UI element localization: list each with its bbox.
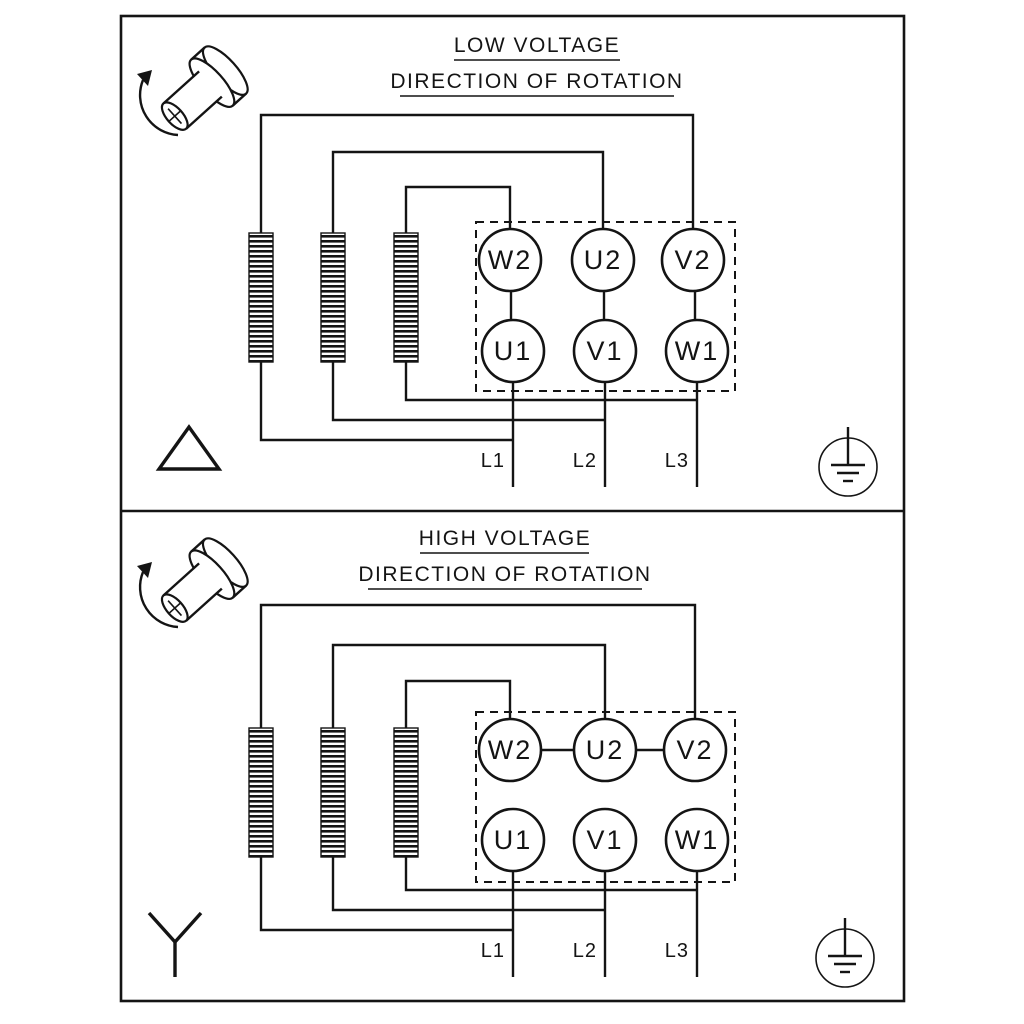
wire-right-to-w1 — [404, 362, 697, 402]
terminal-block-outline — [475, 711, 736, 883]
terminal-block-outline — [475, 221, 736, 392]
high-voltage-panel: HIGH VOLTAGE DIRECTION OF ROTATION — [137, 527, 875, 988]
wire-mid-to-v1 — [331, 362, 605, 422]
rotation-direction-icon — [137, 45, 249, 137]
ground-icon — [818, 427, 878, 497]
terminal-label-w2: W2 — [488, 735, 533, 765]
rotation-direction-icon — [137, 537, 249, 629]
terminal-label-u1: U1 — [494, 336, 533, 366]
ground-icon — [815, 918, 875, 988]
panel-header: LOW VOLTAGE DIRECTION OF ROTATION — [390, 34, 683, 97]
supply-label-l3: L3 — [665, 450, 689, 472]
panel-title: LOW VOLTAGE — [454, 34, 620, 57]
winding-coil-1 — [248, 232, 274, 363]
rotation-arrow-arc — [138, 79, 179, 137]
terminal-w1 — [664, 807, 730, 873]
terminal-label-v2: V2 — [676, 735, 713, 765]
terminal-label-w1: W1 — [675, 336, 720, 366]
supply-label-l2: L2 — [573, 940, 597, 962]
terminal-label-u2: U2 — [586, 735, 625, 765]
terminal-w2 — [477, 227, 543, 293]
terminal-u1 — [480, 318, 546, 384]
terminal-v1 — [572, 807, 638, 873]
terminal-label-v2: V2 — [674, 245, 711, 275]
terminal-label-u1: U1 — [494, 825, 533, 855]
panel-title: HIGH VOLTAGE — [419, 527, 591, 550]
terminal-label-v1: V1 — [586, 825, 623, 855]
stator-windings — [248, 603, 697, 932]
terminal-v2 — [660, 227, 726, 293]
low-voltage-panel: LOW VOLTAGE DIRECTION OF ROTATION — [137, 34, 878, 497]
supply-label-l1: L1 — [481, 450, 505, 472]
wire-left-to-u1 — [259, 362, 513, 442]
wire-mid-to-u2 — [331, 643, 607, 728]
winding-coil-3 — [393, 727, 419, 858]
terminal-w1 — [664, 318, 730, 384]
panel-subtitle: DIRECTION OF ROTATION — [390, 70, 683, 93]
supply-label-l1: L1 — [481, 940, 505, 962]
terminal-label-w1: W1 — [675, 825, 720, 855]
wire-mid-to-u2 — [331, 150, 605, 233]
terminal-label-u2: U2 — [584, 245, 623, 275]
terminal-block: W2 U2 V2 U1 V1 W1 — [475, 221, 736, 392]
terminal-label-w2: W2 — [488, 245, 533, 275]
winding-coil-2 — [320, 232, 346, 363]
wire-left-to-v2 — [259, 603, 697, 728]
winding-coil-2 — [320, 727, 346, 858]
winding-coil-1 — [248, 727, 274, 858]
delta-connection-icon — [155, 424, 223, 471]
wire-right-to-w2 — [404, 185, 512, 233]
wire-left-to-v2 — [259, 113, 695, 233]
rotation-arrow-head — [137, 562, 152, 578]
wire-left-to-u1 — [259, 857, 513, 932]
terminal-block: W2 U2 V2 U1 V1 W1 — [475, 711, 736, 883]
rotation-arrow-head — [137, 70, 152, 86]
wire-mid-to-v1 — [331, 857, 605, 912]
supply-leads: L1 L2 L3 — [481, 382, 699, 487]
supply-leads: L1 L2 L3 — [481, 871, 699, 977]
winding-coil-3 — [393, 232, 419, 363]
terminal-u2 — [570, 227, 636, 293]
supply-label-l2: L2 — [573, 450, 597, 472]
rotation-arrow-arc — [138, 571, 179, 629]
wire-right-to-w1 — [404, 857, 697, 892]
terminal-u1 — [480, 807, 546, 873]
panel-subtitle: DIRECTION OF ROTATION — [358, 563, 651, 586]
terminal-v1 — [572, 318, 638, 384]
supply-label-l3: L3 — [665, 940, 689, 962]
panel-header: HIGH VOLTAGE DIRECTION OF ROTATION — [358, 527, 651, 590]
wire-right-to-w2 — [404, 679, 512, 728]
star-connection-icon — [147, 911, 203, 977]
stator-windings — [248, 113, 697, 442]
terminal-label-v1: V1 — [586, 336, 623, 366]
